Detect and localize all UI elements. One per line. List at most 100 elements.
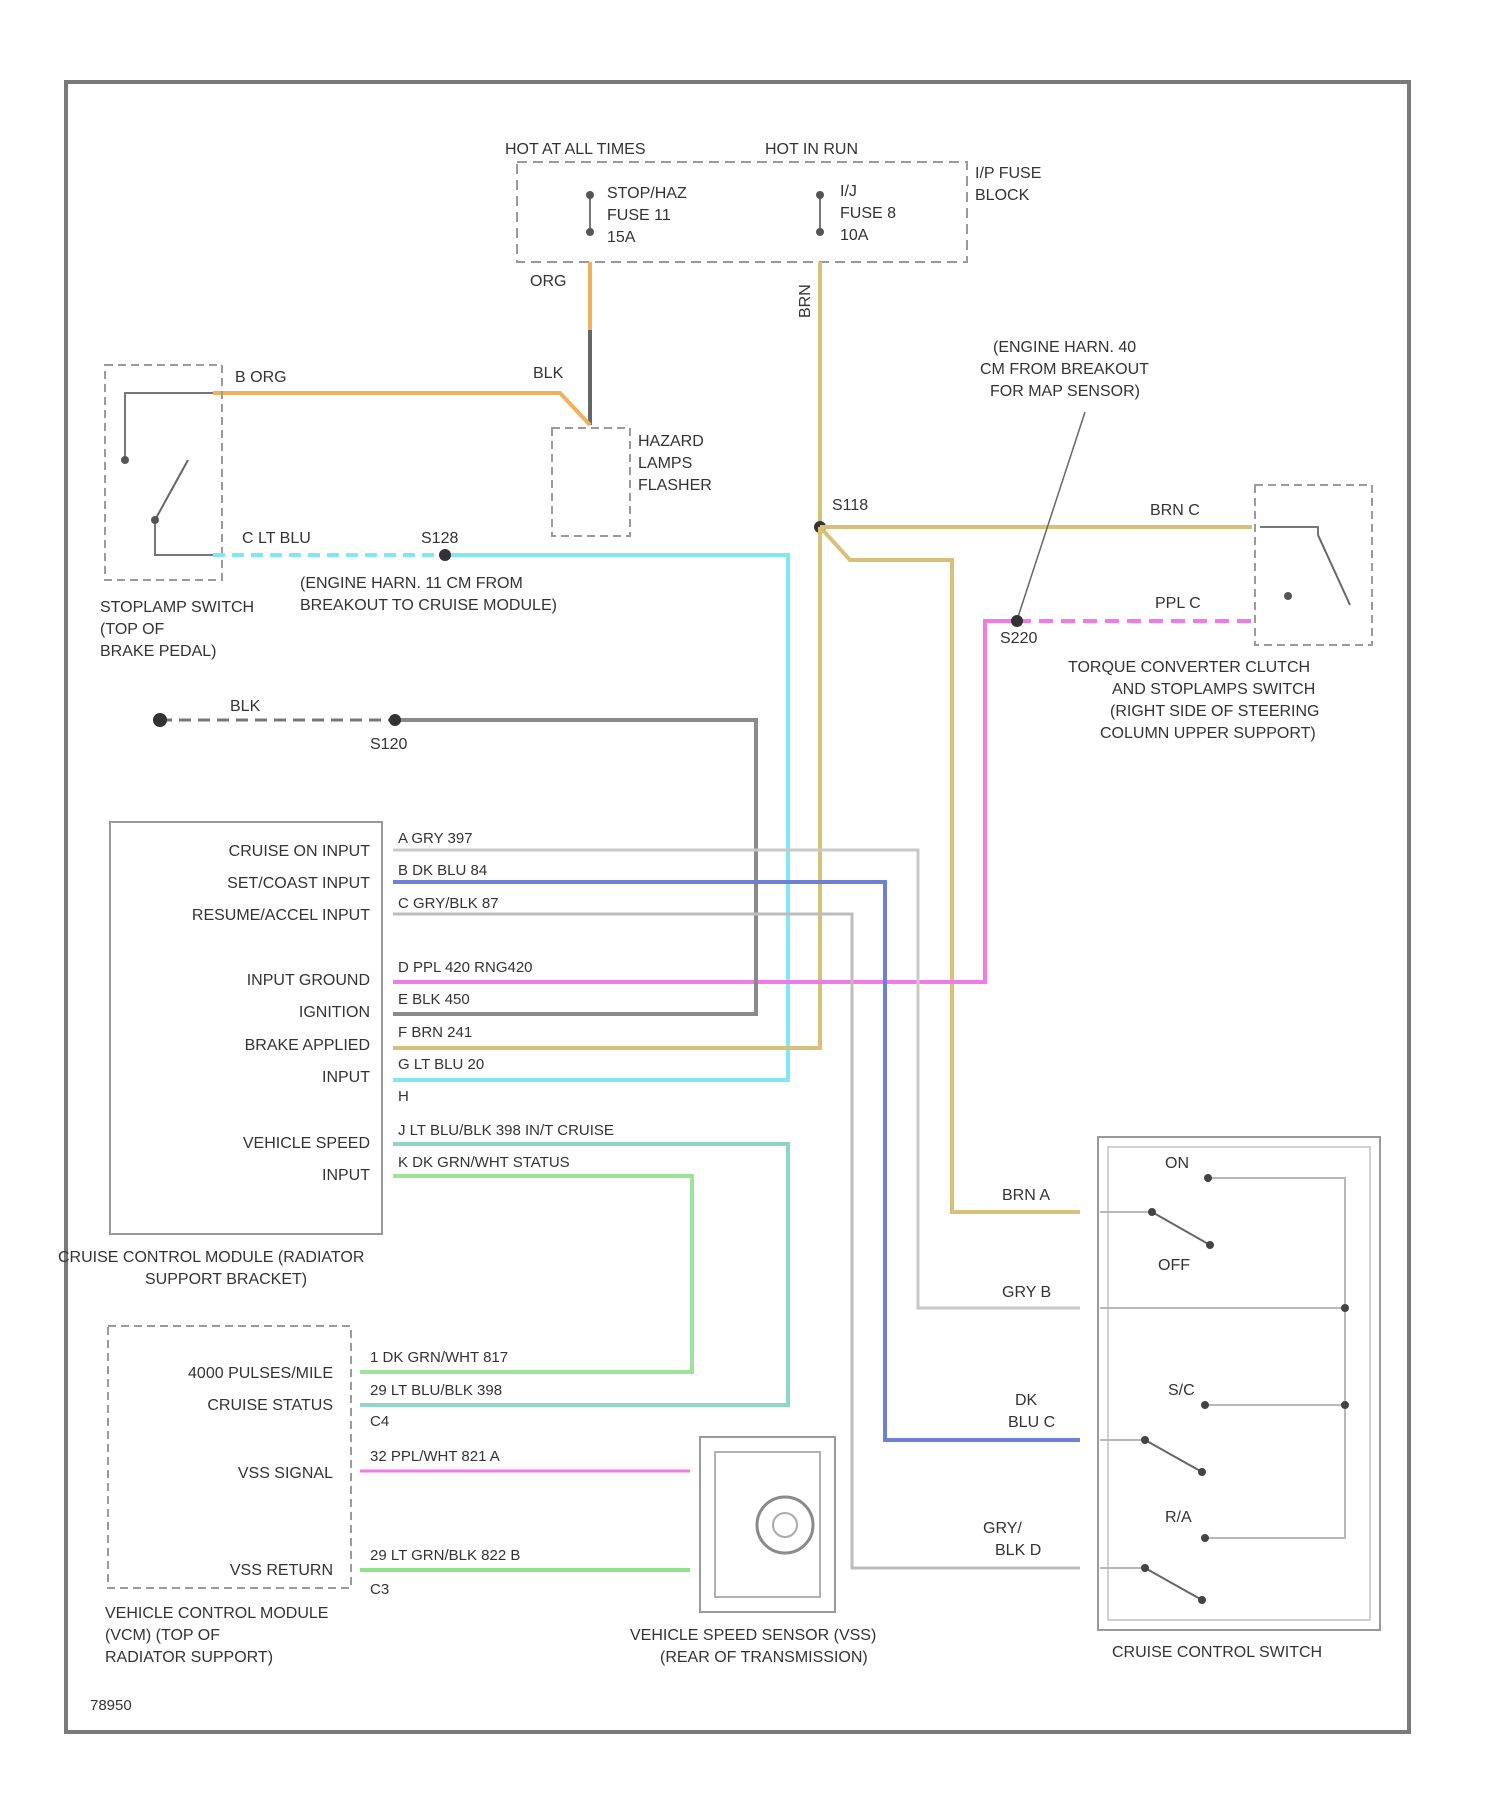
ccm-wire-h: H [398, 1088, 409, 1105]
wire-blk-label: BLK [533, 365, 564, 382]
tcc-switch-label-3: (RIGHT SIDE OF STEERING [1110, 703, 1320, 720]
engine-harn-40-label-3: FOR MAP SENSOR) [990, 383, 1140, 400]
ccs-ra-label: R/A [1165, 1509, 1192, 1526]
ccs-sc-contact [1201, 1401, 1209, 1409]
ccm-wire-a: A GRY 397 [398, 830, 473, 847]
ccs-on-contact [1204, 1174, 1212, 1182]
ccm-wire-g: G LT BLU 20 [398, 1056, 484, 1073]
fuse-1-terminal-top [586, 191, 594, 199]
wire-brn-ccm-switch [820, 527, 1080, 1212]
ccs-sc-node [1341, 1401, 1349, 1409]
hot-at-all-times-label: HOT AT ALL TIMES [505, 141, 646, 158]
ccs-c-pivot [1141, 1436, 1149, 1444]
engine-harn-40-label-2: CM FROM BREAKOUT [980, 361, 1149, 378]
ccm-pin-e-label: IGNITION [299, 1004, 370, 1021]
vss-label-2: (REAR OF TRANSMISSION) [660, 1649, 868, 1666]
vcm-c4-label: C4 [370, 1413, 389, 1430]
ccs-a-pivot [1148, 1208, 1156, 1216]
stoplamp-switch-box [105, 365, 222, 580]
ccs-wire-c-label-1: DK [1015, 1392, 1038, 1409]
ccs-wire-b-label: GRY B [1002, 1284, 1051, 1301]
fuse-1-number: FUSE 11 [607, 207, 671, 224]
wire-brn-c-label: BRN C [1150, 502, 1200, 519]
ccm-pin-labels: CRUISE ON INPUT SET/COAST INPUT RESUME/A… [192, 843, 370, 1184]
ccm-wire-j: J LT BLU/BLK 398 IN/T CRUISE [398, 1122, 614, 1139]
vcm-wire-822: 29 LT GRN/BLK 822 B [370, 1547, 520, 1564]
vcm-c3-label: C3 [370, 1581, 389, 1598]
ccm-wire-e: E BLK 450 [398, 991, 470, 1008]
figure-id: 78950 [90, 1697, 132, 1714]
ccm-pin-g-label: INPUT [322, 1069, 370, 1086]
stoplamp-switch-label-3: BRAKE PEDAL) [100, 643, 216, 660]
vss-box [700, 1437, 835, 1612]
ccs-ra-switch [1145, 1568, 1202, 1600]
ccm-pin-k-label: INPUT [322, 1167, 370, 1184]
ccm-wire-k: K DK GRN/WHT STATUS [398, 1154, 570, 1171]
tcc-switch-box [1255, 485, 1372, 645]
vcm-wire-398: 29 LT BLU/BLK 398 [370, 1382, 502, 1399]
ccs-wire-a-label: BRN A [1002, 1187, 1050, 1204]
fuse-block-outline [517, 162, 967, 262]
stoplamp-switch-label-1: STOPLAMP SWITCH [100, 599, 254, 616]
wire-ppl-main [393, 621, 1017, 982]
hot-in-run-label: HOT IN RUN [765, 141, 858, 158]
flasher-label-2: LAMPS [638, 455, 692, 472]
ccs-bus [1205, 1178, 1345, 1538]
ccs-off-label: OFF [1158, 1257, 1190, 1274]
vcm-wire-821: 32 PPL/WHT 821 A [370, 1448, 500, 1465]
flasher-label-3: FLASHER [638, 477, 712, 494]
wire-blk-ground-label: BLK [230, 698, 261, 715]
ccm-pin-c-label: RESUME/ACCEL INPUT [192, 907, 370, 924]
fuse-1-terminal-bottom [586, 228, 594, 236]
cruise-switch-name: CRUISE CONTROL SWITCH [1112, 1644, 1322, 1661]
ccs-ra-open [1198, 1596, 1206, 1604]
tcc-switch-contact [1284, 592, 1292, 600]
ccs-d-pivot [1141, 1564, 1149, 1572]
splice-s128 [439, 549, 451, 561]
ccm-wire-b: B DK BLU 84 [398, 862, 487, 879]
ccm-pin-a-label: CRUISE ON INPUT [229, 843, 371, 860]
ground-point [153, 713, 167, 727]
engine-harn-11-label-2: BREAKOUT TO CRUISE MODULE) [300, 597, 557, 614]
engine-harn-40-pointer [1017, 412, 1085, 620]
splice-s120 [389, 714, 401, 726]
vcm-name-1: VEHICLE CONTROL MODULE [105, 1605, 328, 1622]
ccm-pin-j-label: VEHICLE SPEED [243, 1135, 370, 1152]
fuse-1-name: STOP/HAZ [607, 185, 687, 202]
vss-gear-icon [757, 1497, 813, 1553]
ccm-pin-d-label: INPUT GROUND [247, 972, 370, 989]
ccm-pin-b-label: SET/COAST INPUT [227, 875, 370, 892]
ccs-sc-switch [1145, 1440, 1202, 1472]
fuse-2-name: I/J [840, 183, 857, 200]
ccs-wire-c-label-2: BLU C [1008, 1414, 1055, 1431]
engine-harn-40-label-1: (ENGINE HARN. 40 [993, 339, 1136, 356]
wire-c-lt-blu-label: C LT BLU [242, 530, 311, 547]
ccs-ra-contact [1201, 1534, 1209, 1542]
splice-s118-label: S118 [832, 497, 868, 514]
ccs-wire-d-label-1: GRY/ [983, 1520, 1022, 1537]
stoplamp-switch-label-2: (TOP OF [100, 621, 165, 638]
wire-org-stoplamp [213, 393, 590, 425]
vcm-name-2: (VCM) (TOP OF [105, 1627, 220, 1644]
vss-gear-center [773, 1513, 797, 1537]
wire-ppl-c-label: PPL C [1155, 595, 1201, 612]
fuse-2-rating: 10A [840, 227, 869, 244]
hazard-flasher-box [552, 428, 630, 536]
stoplamp-switch-pivot [151, 516, 159, 524]
ccs-sc-label: S/C [1168, 1382, 1195, 1399]
splice-s120-label: S120 [370, 736, 407, 753]
vcm-name-3: RADIATOR SUPPORT) [105, 1649, 273, 1666]
tcc-switch-lead [1260, 527, 1318, 535]
vss-inner [715, 1452, 820, 1597]
stoplamp-switch-blade [155, 460, 188, 520]
engine-harn-11-label-1: (ENGINE HARN. 11 CM FROM [300, 575, 523, 592]
tcc-switch-label-2: AND STOPLAMPS SWITCH [1112, 681, 1315, 698]
ccs-off-contact [1206, 1241, 1214, 1249]
fuse-1-rating: 15A [607, 229, 636, 246]
ccm-pin-f-label: BRAKE APPLIED [245, 1037, 370, 1054]
tcc-switch-blade [1318, 535, 1350, 605]
ccs-on-off-switch [1152, 1212, 1210, 1245]
fuse-2-terminal-top [816, 191, 824, 199]
ccm-name-2: SUPPORT BRACKET) [145, 1271, 307, 1288]
tcc-switch-label-1: TORQUE CONVERTER CLUTCH [1068, 659, 1310, 676]
